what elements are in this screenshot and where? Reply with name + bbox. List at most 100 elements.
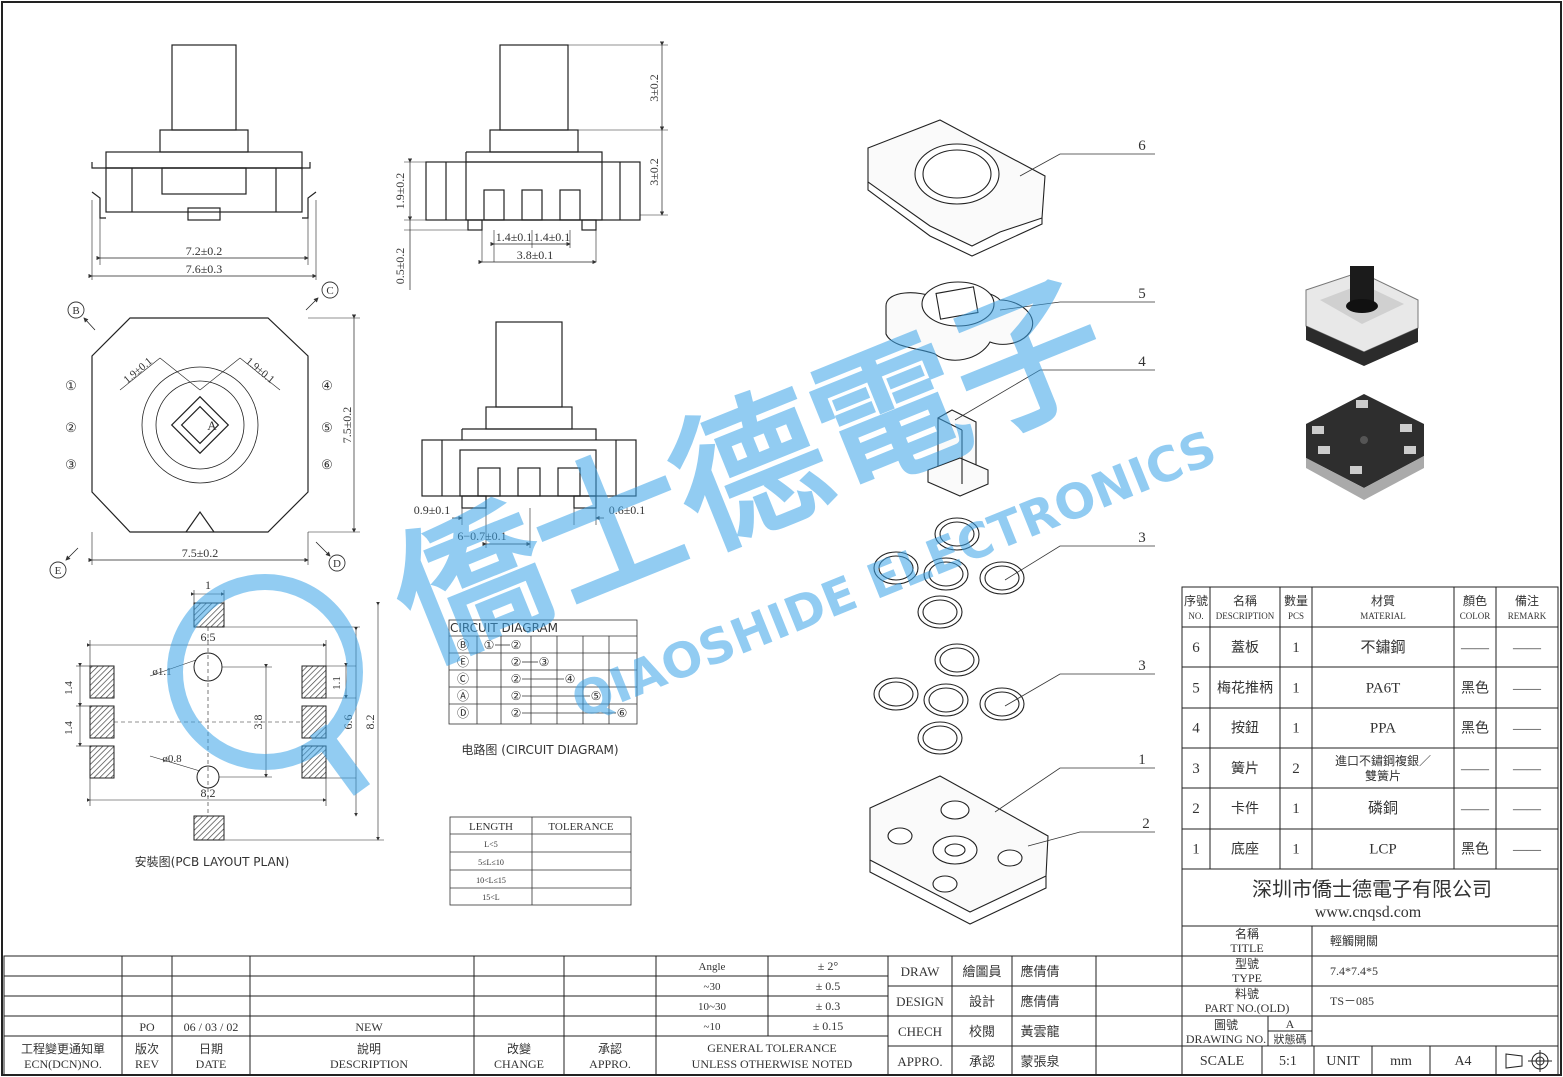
type-label-cn: 型號 [1235, 957, 1259, 971]
bom-cell-desc: 梅花推柄 [1217, 680, 1273, 696]
signature-name: 應倩倩 [1020, 994, 1059, 1009]
bom-cell-remark: —— [1512, 762, 1542, 777]
tolerance-range: ~10 [704, 1021, 721, 1033]
bom-cell-remark: —— [1512, 802, 1542, 817]
bom-cell-no: 3 [1192, 761, 1200, 777]
bom-cell-pcs: 1 [1292, 680, 1300, 696]
tolerance-header: TOLERANCE [548, 821, 613, 833]
pin-labels: ① ② ③ ④ ⑤ ⑥ [65, 378, 333, 472]
bom-cell-material: 雙簧片 [1365, 768, 1401, 783]
corner-labels: B C E D [49, 281, 346, 579]
part-5-handle [885, 281, 1034, 361]
circuit-row-key: Ⓔ [457, 655, 469, 669]
part-label-3-lower: 3 [1138, 658, 1146, 674]
bom-cell-color: —— [1460, 802, 1490, 817]
dim-1.9-right: 1.9±0.1 [243, 355, 276, 386]
bom-header-cn: 材質 [1371, 593, 1395, 608]
part-label-5: 5 [1138, 286, 1146, 302]
revision-header-en: REV [135, 1057, 159, 1071]
part-3-domes-lower [873, 643, 1025, 755]
part-label-4: 4 [1138, 354, 1146, 370]
revision-header-cn: 工程變更通知單 [21, 1041, 105, 1056]
drawing-state: 狀態碼 [1274, 1032, 1307, 1046]
bom-header-en: COLOR [1460, 611, 1491, 621]
bom-cell-color: 黑色 [1461, 679, 1489, 696]
revision-header-cn: 說明 [357, 1041, 381, 1056]
dim-pitch-a: 1.4±0.1 [496, 230, 533, 244]
corner-d: D [333, 558, 341, 570]
title-value: 輕觸開關 [1330, 933, 1378, 948]
bom-cell-material: PPA [1370, 721, 1396, 737]
revision-headers: 工程變更通知單ECN(DCN)NO.版次REV日期DATE說明DESCRIPTI… [21, 1041, 631, 1071]
dim-0.9: 0.9±0.1 [414, 503, 451, 517]
side-view [404, 41, 668, 290]
bom-header-cn: 名稱 [1233, 593, 1257, 608]
bom-header-en: REMARK [1508, 611, 1547, 621]
part-3-domes-upper [873, 517, 1025, 629]
center-label-a: A [207, 418, 217, 433]
revision-header-cn: 承認 [598, 1041, 622, 1056]
signature-cn: 設計 [969, 994, 995, 1009]
pin-4: ④ [321, 378, 333, 393]
corner-e: E [55, 565, 62, 577]
dim-6-0.7: 6−0.7±0.1 [457, 529, 506, 543]
dim-7.5-width: 7.5±0.2 [182, 546, 219, 560]
pcb-dim-1: 1 [205, 578, 211, 592]
product-photo-top [1305, 266, 1419, 366]
circuit-row-key: Ⓐ [457, 689, 469, 703]
length-row: 5≤L≤10 [478, 858, 504, 867]
pcb-dim-8.2-width: 8.2 [201, 786, 216, 800]
bom-cell-desc: 底座 [1231, 842, 1259, 858]
bom-cell-no: 1 [1192, 842, 1200, 858]
circuit-node: ⑤ [591, 689, 602, 703]
type-label-en: TYPE [1232, 971, 1262, 985]
bom-cell-color: 黑色 [1461, 720, 1489, 737]
pcb-dim-6.5: 6.5 [201, 630, 216, 644]
part-label-1: 1 [1138, 752, 1146, 768]
dim-1.9-left: 1.9±0.1 [121, 355, 154, 386]
bom-cell-desc: 蓋板 [1231, 640, 1259, 656]
part-value: TS－085 [1330, 994, 1374, 1008]
dim-stem-height: 3±0.2 [647, 74, 661, 102]
bom-header-cn: 顏色 [1463, 593, 1487, 608]
length-row: 10<L≤15 [476, 876, 506, 885]
title-block [1181, 868, 1559, 1076]
drawing-label-en: DRAWING NO. [1186, 1032, 1266, 1046]
circuit-node: ② [511, 672, 522, 686]
tolerance-footer-a: GENERAL TOLERANCE [707, 1041, 836, 1055]
revision-header-en: APPRO. [589, 1057, 631, 1071]
signature-role: CHECH [898, 1024, 942, 1039]
revision-header-en: DESCRIPTION [330, 1057, 408, 1071]
bom-cell-pcs: 1 [1292, 640, 1300, 656]
bom-cell-pcs: 1 [1292, 801, 1300, 817]
signature-role: APPRO. [897, 1054, 942, 1069]
dim-3.8: 3.8±0.1 [517, 248, 554, 262]
circuit-row-key: Ⓑ [457, 638, 469, 652]
bom-cell-no: 4 [1192, 721, 1200, 737]
circuit-node: ① [484, 638, 495, 652]
projection-symbol-icon [1505, 1050, 1552, 1072]
pin-1: ① [65, 378, 77, 393]
title-label-en: TITLE [1230, 941, 1263, 955]
bom-cell-pcs: 1 [1292, 721, 1300, 737]
part-6-cover [867, 119, 1046, 257]
bom-header-cn: 備注 [1515, 593, 1539, 608]
dim-7.5-height: 7.5±0.2 [340, 407, 354, 444]
company-url: www.cnqsd.com [1315, 904, 1422, 921]
pin-6: ⑥ [321, 457, 333, 472]
bom-cell-material: PA6T [1366, 680, 1400, 696]
rev-date: 06 / 03 / 02 [184, 1020, 239, 1034]
tolerance-value: ± 0.15 [813, 1019, 844, 1033]
revision-header-cn: 版次 [135, 1042, 159, 1056]
dim-0.6: 0.6±0.1 [609, 503, 646, 517]
unit-value: mm [1390, 1054, 1412, 1069]
revision-header-cn: 改變 [507, 1041, 531, 1056]
circuit-diagram [448, 619, 638, 725]
title-label-cn: 名稱 [1235, 926, 1259, 941]
tolerance-value: ± 2° [818, 959, 839, 973]
leader-lines [954, 153, 1155, 847]
bom-cell-color: —— [1460, 762, 1490, 777]
circuit-node: ③ [539, 655, 550, 669]
signature-role: DESIGN [896, 994, 944, 1009]
